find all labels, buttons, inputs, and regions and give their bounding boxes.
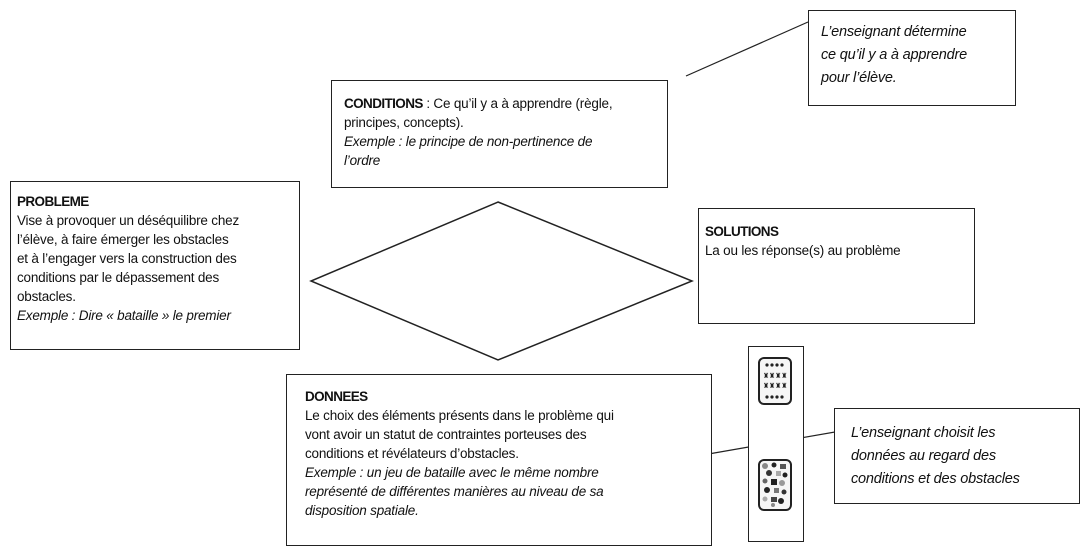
donnees-example2: représenté de différentes manières au ni… [305, 484, 604, 499]
donnees-line3: conditions et révélateurs d’obstacles. [305, 446, 519, 461]
donnees-title: DONNEES [305, 389, 368, 404]
probleme-title: PROBLEME [17, 194, 89, 209]
probleme-line4: conditions par le dépassement des [17, 270, 220, 285]
teacher-note-top: L’enseignant détermine ce qu’il y a à ap… [808, 10, 1016, 106]
conditions-box: CONDITIONS : Ce qu’il y a à apprendre (r… [331, 80, 668, 188]
teacher-note-bottom-line2: données au regard des [851, 448, 996, 464]
svg-text:♜♜♜♜: ♜♜♜♜ [763, 382, 787, 390]
teacher-note-bottom: L’enseignant choisit les données au rega… [834, 408, 1080, 504]
donnees-example3: disposition spatiale. [305, 503, 419, 518]
card-scattered-pips-icon [762, 462, 788, 507]
donnees-line2: vont avoir un statut de contraintes port… [305, 427, 587, 442]
teacher-note-top-line3: pour l’élève. [821, 70, 897, 86]
diamond-shape [309, 201, 694, 361]
card-pips-icon: ♜♜♜♜ ♜♜♜♜ [763, 363, 787, 399]
probleme-line3: et à l’engager vers la construction des [17, 251, 237, 266]
donnees-example1: Exemple : un jeu de bataille avec le mêm… [305, 465, 599, 480]
conditions-text2: principes, concepts). [344, 115, 464, 130]
teacher-note-top-line2: ce qu’il y a à apprendre [821, 47, 967, 63]
teacher-note-bottom-line3: conditions et des obstacles [851, 471, 1020, 487]
cards-panel: ♜♜♜♜ ♜♜♜♜ [748, 346, 804, 542]
conditions-example1: Exemple : le principe de non-pertinence … [344, 134, 593, 149]
svg-text:♜♜♜♜: ♜♜♜♜ [763, 372, 787, 380]
teacher-note-bottom-line1: L’enseignant choisit les [851, 425, 996, 441]
conditions-title: CONDITIONS [344, 96, 423, 111]
probleme-box: PROBLEME Vise à provoquer un déséquilibr… [10, 181, 300, 350]
solutions-title: SOLUTIONS [705, 224, 779, 239]
probleme-line5: obstacles. [17, 289, 76, 304]
donnees-line1: Le choix des éléments présents dans le p… [305, 408, 614, 423]
connector-top-note [685, 21, 809, 77]
conditions-text1: : Ce qu’il y a à apprendre (règle, [422, 96, 613, 111]
playing-card-scattered [758, 459, 792, 511]
probleme-line1: Vise à provoquer un déséquilibre chez [17, 213, 240, 228]
probleme-line2: l’élève, à faire émerger les obstacles [17, 232, 229, 247]
playing-card-regular: ♜♜♜♜ ♜♜♜♜ [758, 357, 792, 405]
probleme-example: Exemple : Dire « bataille » le premier [17, 308, 231, 323]
donnees-box: DONNEES Le choix des éléments présents d… [286, 374, 712, 546]
solutions-box: SOLUTIONS La ou les réponse(s) au problè… [698, 208, 975, 324]
conditions-example2: l’ordre [344, 153, 381, 168]
teacher-note-top-line1: L’enseignant détermine [821, 24, 967, 40]
solutions-text: La ou les réponse(s) au problème [705, 243, 901, 258]
